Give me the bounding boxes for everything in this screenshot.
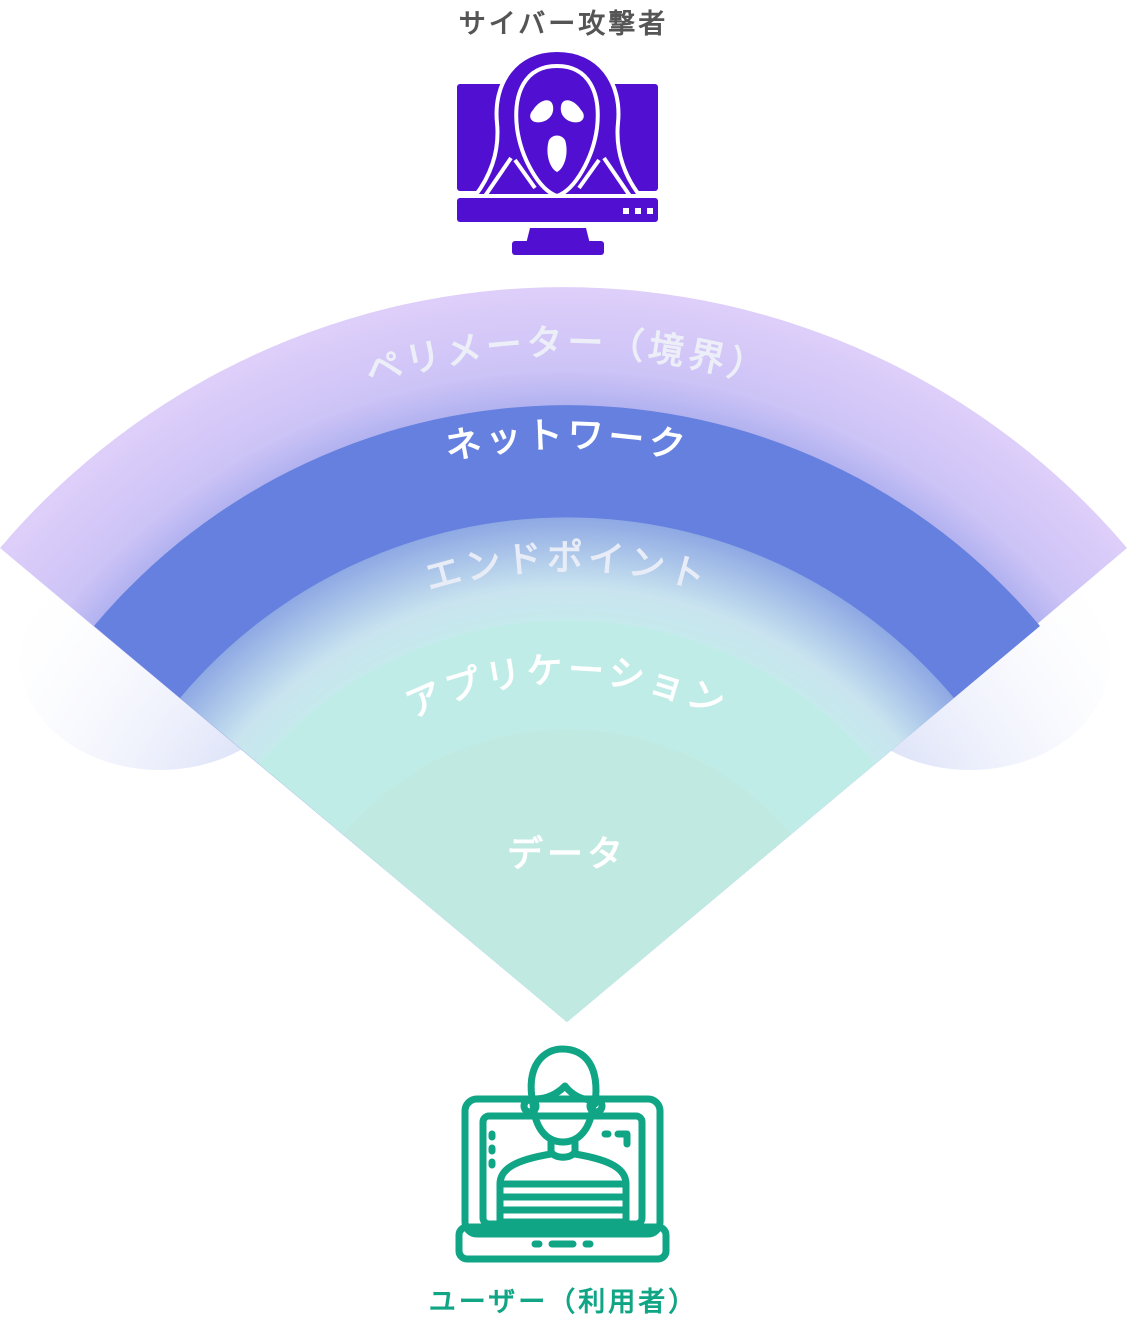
layer-data-label: データ xyxy=(507,833,627,875)
user-laptop-icon xyxy=(455,1045,670,1263)
layer-data xyxy=(343,729,791,1022)
attacker-monitor-icon xyxy=(457,48,658,255)
attacker-label: サイバー攻撃者 xyxy=(458,9,669,40)
user-label: ユーザー（利用者） xyxy=(428,1287,699,1318)
